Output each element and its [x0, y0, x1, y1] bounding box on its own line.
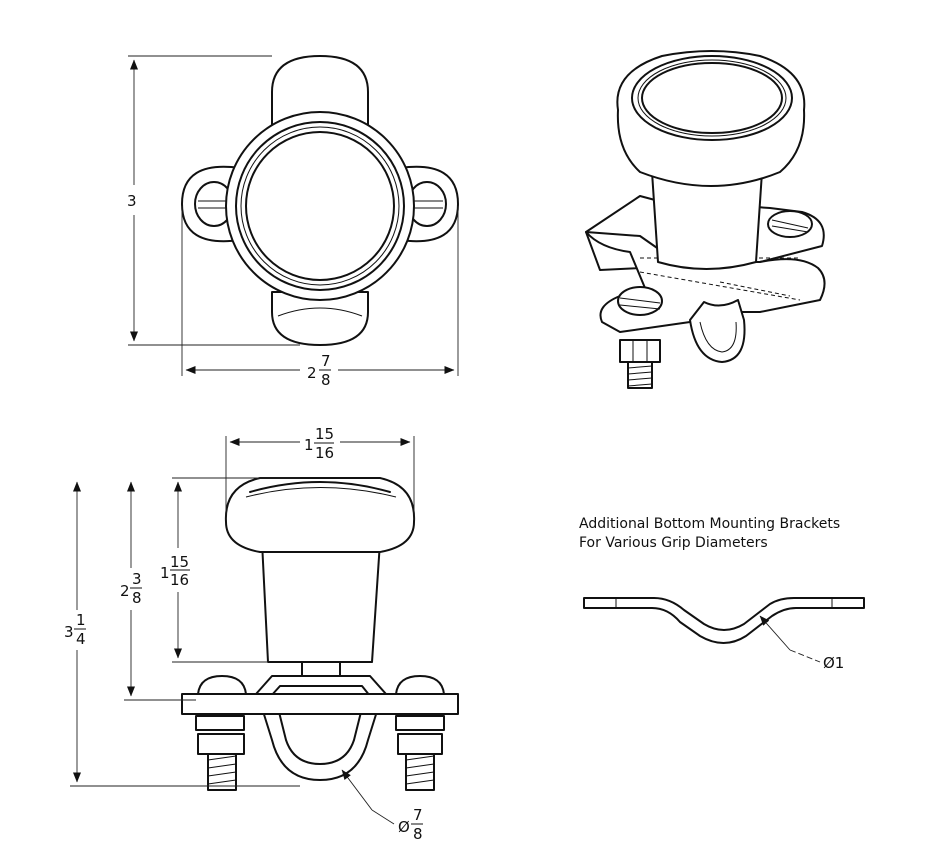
- bracket-profile: [583, 597, 865, 644]
- total-height-dimension: 3 1 4: [64, 481, 300, 787]
- knob-height-num: 15: [170, 553, 189, 571]
- mid-height-whole: 2: [120, 582, 130, 600]
- knob-height-dimension: 1 15 16: [160, 477, 300, 663]
- clamp-diameter-callout: Ø 7 8: [341, 769, 423, 843]
- clamp-dia-prefix: Ø: [398, 818, 410, 836]
- mid-height-num: 3: [132, 570, 142, 588]
- clamp-dia-num: 7: [413, 806, 423, 824]
- total-height-num: 1: [76, 611, 86, 629]
- top-width-den: 8: [321, 371, 331, 389]
- bracket-diameter-callout: Ø1: [759, 615, 844, 672]
- knob-width-den: 16: [315, 444, 334, 462]
- note-line-2: For Various Grip Diameters: [579, 535, 768, 551]
- clamp-dia-den: 8: [413, 825, 423, 843]
- top-width-whole: 2: [307, 364, 317, 382]
- knob-height-whole: 1: [160, 564, 170, 582]
- top-height-label: 3: [127, 192, 137, 210]
- top-view-height-dimension: 3: [127, 55, 300, 346]
- top-view-width-dimension: 2 7 8: [181, 206, 459, 389]
- knob-width-dimension: 1 15 16: [225, 425, 415, 520]
- side-view: [181, 477, 459, 791]
- note-line-1: Additional Bottom Mounting Brackets: [579, 516, 840, 532]
- knob-height-den: 16: [170, 571, 189, 589]
- bracket-dia-label: Ø1: [823, 654, 844, 672]
- top-view: [181, 55, 459, 346]
- top-width-num: 7: [321, 352, 331, 370]
- isometric-view: [585, 50, 826, 389]
- total-height-whole: 3: [64, 623, 74, 641]
- total-height-den: 4: [76, 630, 86, 648]
- bracket-note: Additional Bottom Mounting Brackets For …: [579, 516, 840, 551]
- knob-width-whole: 1: [304, 436, 314, 454]
- mid-height-dimension: 2 3 8: [120, 481, 196, 701]
- knob-width-num: 15: [315, 425, 334, 443]
- mid-height-den: 8: [132, 589, 142, 607]
